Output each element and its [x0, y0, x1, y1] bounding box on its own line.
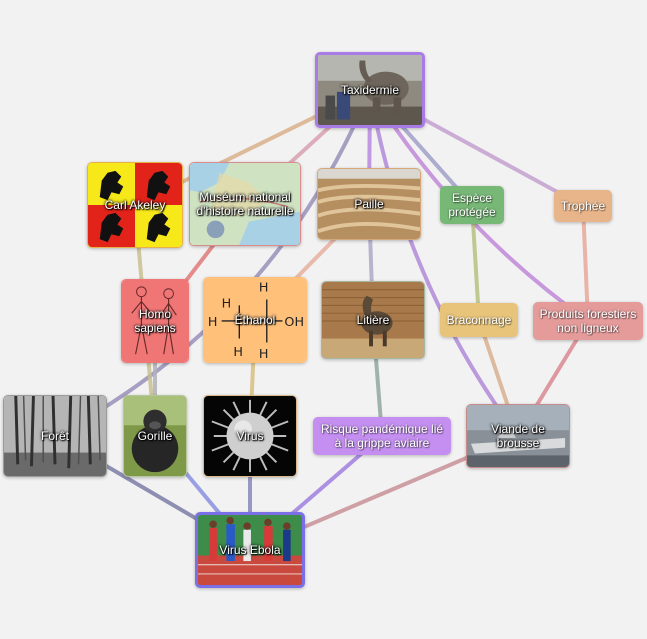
node-label: Viande de brousse: [491, 422, 545, 450]
node-label: Virus Ebola: [219, 543, 281, 557]
svg-text:H: H: [222, 295, 232, 310]
athletes-track-photo-image: [198, 515, 302, 585]
horse-stable-photo-image: [322, 282, 424, 358]
node-label: Éthanol: [234, 313, 276, 327]
svg-text:H: H: [259, 280, 269, 295]
virus-render-image: [204, 396, 296, 476]
node-viande-de-brousse[interactable]: Viande de brousse: [466, 404, 570, 468]
node-label: Litière: [356, 313, 390, 327]
node-virus[interactable]: Virus: [203, 395, 297, 477]
forest-photo-image: [4, 396, 106, 476]
human-figures-drawing-image: [122, 280, 188, 362]
node-virus-ebola[interactable]: Virus Ebola: [195, 512, 305, 588]
node-foret[interactable]: Forêt: [3, 395, 107, 477]
node-label: Produits forestiers non ligneux: [539, 307, 637, 335]
node-espece-protegee[interactable]: Espèce protégée: [440, 186, 504, 224]
node-gorille[interactable]: Gorille: [123, 395, 187, 477]
ethanol-structure-image: H H H H H OH: [204, 278, 306, 362]
node-label: Risque pandémique lié à la grippe aviair…: [320, 422, 444, 450]
node-homo-sapiens[interactable]: Homo sapiens: [121, 279, 189, 363]
node-produits-forestiers[interactable]: Produits forestiers non ligneux: [533, 302, 643, 340]
svg-text:H: H: [233, 344, 243, 359]
node-label: Trophée: [560, 199, 606, 213]
edge-taxidermie-viande: [368, 88, 520, 438]
node-label: Homo sapiens: [134, 307, 176, 335]
elephant-photo-image: [318, 55, 422, 125]
edge-espece-braconnage: [470, 203, 481, 322]
edge-trophee-produits: [581, 204, 590, 323]
node-museum-national[interactable]: Muséum national d'histoire naturelle: [189, 162, 301, 246]
svg-text:H: H: [208, 314, 218, 329]
node-label: Muséum national d'histoire naturelle: [196, 190, 294, 218]
svg-text:H: H: [259, 346, 269, 361]
gorilla-photo-image: [124, 396, 186, 476]
node-taxidermie[interactable]: Taxidermie: [315, 52, 425, 128]
node-carl-akeley[interactable]: Carl Akeley: [87, 162, 183, 248]
node-label: Paille: [354, 197, 384, 211]
node-label: Braconnage: [446, 313, 512, 327]
node-risque-pandemique[interactable]: Risque pandémique lié à la grippe aviair…: [313, 417, 451, 455]
straw-field-photo-image: [318, 169, 420, 239]
node-ethanol[interactable]: H H H H H OH Éthanol: [203, 277, 307, 363]
node-label: Carl Akeley: [104, 198, 166, 212]
france-map-image: [190, 163, 300, 245]
military-ship-photo-image: [467, 405, 569, 467]
node-label: Gorille: [137, 429, 173, 443]
node-label: Virus: [236, 429, 264, 443]
node-braconnage[interactable]: Braconnage: [440, 303, 518, 337]
edge-taxidermie-foret: [53, 88, 372, 438]
node-label: Forêt: [40, 429, 69, 443]
svg-text:OH: OH: [284, 314, 304, 329]
node-trophee[interactable]: Trophée: [554, 190, 612, 222]
node-litiere[interactable]: Litière: [321, 281, 425, 359]
hainaut-lions-flag-image: [88, 163, 182, 247]
node-paille[interactable]: Paille: [317, 168, 421, 240]
node-label: Taxidermie: [340, 83, 400, 97]
node-label: Espèce protégée: [448, 191, 496, 219]
